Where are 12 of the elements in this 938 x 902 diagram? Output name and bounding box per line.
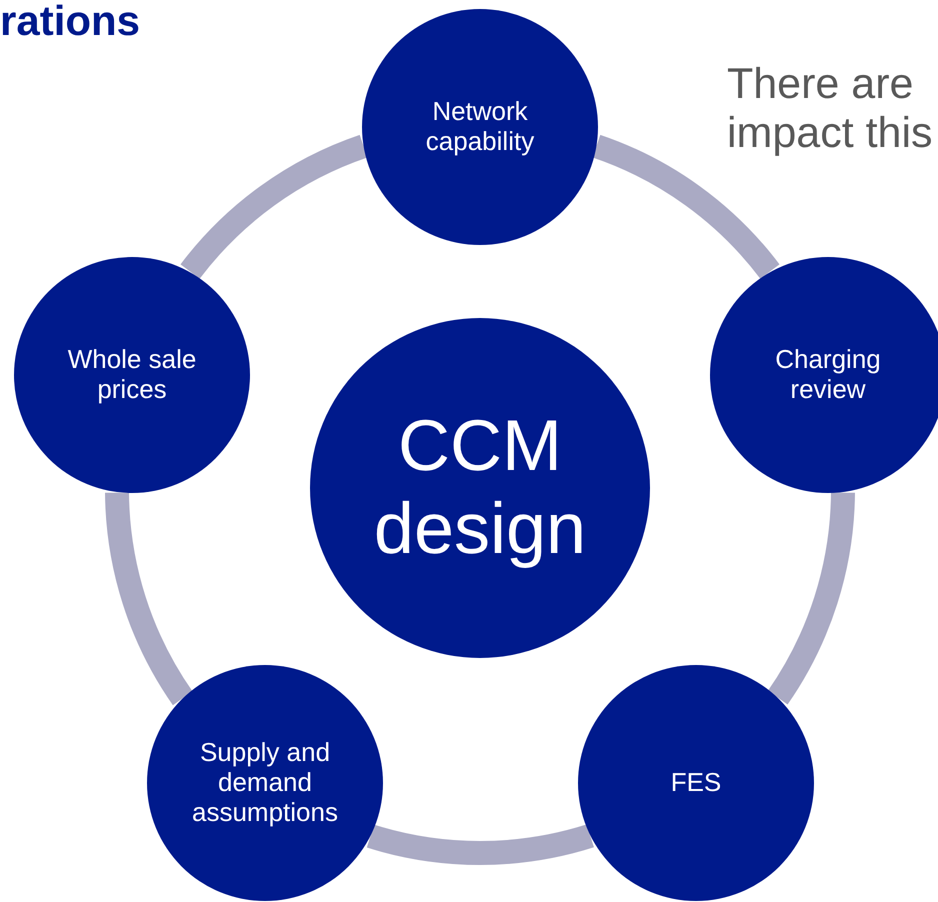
circle-label: Charging review xyxy=(774,345,882,405)
connector-arc xyxy=(592,135,780,280)
body-text: There are impact this xyxy=(727,60,934,159)
circle-label: Network capability xyxy=(424,97,536,157)
slide-title: rations xyxy=(0,0,140,44)
connector-arc xyxy=(768,492,855,704)
connector-arc xyxy=(368,824,594,864)
circle-label: Supply and demand assumptions xyxy=(191,738,339,828)
circle-label: Whole sale prices xyxy=(66,345,198,405)
circle-label: FES xyxy=(670,768,722,798)
connector-arc xyxy=(105,492,193,705)
circle-label: CCM design xyxy=(372,405,588,571)
